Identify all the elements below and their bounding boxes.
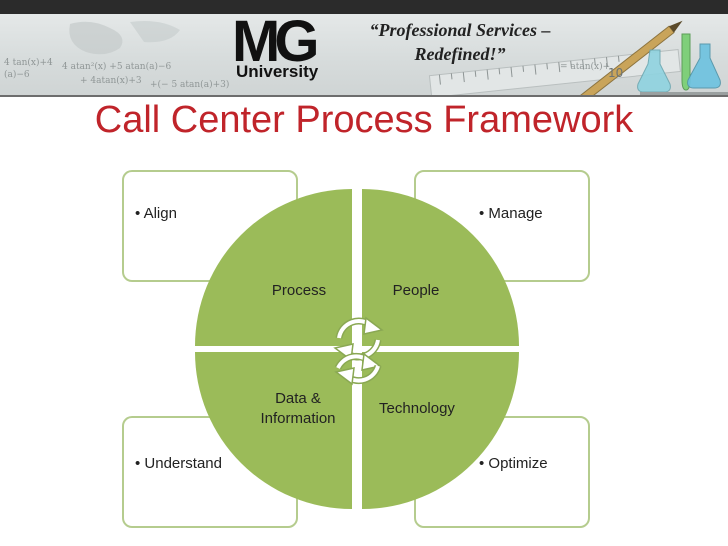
slide-title: Call Center Process Framework [94, 99, 634, 141]
banner-bottom-stripe [0, 95, 728, 97]
corner-text-understand: • Understand [135, 455, 222, 472]
corner-text-optimize: • Optimize [479, 455, 548, 472]
math-fragment: + 4atan(x)+3 [80, 76, 142, 86]
quadrant-label-technology: Technology [379, 400, 455, 417]
mg-university-logo: MG University [232, 10, 340, 86]
cycle-arrows-bottom-icon [334, 352, 382, 386]
quadrant-label-data-line: Data & [275, 390, 321, 407]
quadrant-label-process: Process [271, 282, 327, 299]
logo-mark: MG [232, 9, 319, 74]
math-fragment: +(− 5 atan(a)+3) [150, 80, 230, 90]
tagline-line-2: Redefined!” [414, 44, 506, 64]
math-fragment: 4 atan²(x) +5 atan(a)−6 [62, 62, 172, 72]
quadrant-people [362, 189, 519, 346]
corner-text-manage: • Manage [479, 205, 543, 222]
background-math-text-right: = atan(x)+ [560, 62, 610, 72]
math-fragment: = atan(x)+ [560, 62, 611, 72]
quadrant-process [195, 189, 352, 346]
quadrant-label-people: People [392, 282, 440, 299]
quadrant-data-information [195, 352, 352, 509]
logo-subtext: University [236, 62, 319, 81]
tagline: “Professional Services – Redefined!” [340, 18, 580, 66]
ruler-number: 10 [608, 66, 624, 80]
math-fragment: (a)−6 [4, 70, 30, 80]
quadrant-label-data-information: Data & Information [244, 389, 352, 429]
header-banner: 4 tan(x)+4 (a)−6 4 atan²(x) +5 atan(a)−6… [0, 0, 728, 97]
background-math-text: 4 tan(x)+4 (a)−6 4 atan²(x) +5 atan(a)−6… [0, 56, 240, 96]
tagline-line-1: “Professional Services – [369, 20, 551, 40]
corner-text-align: • Align [135, 205, 177, 222]
quadrant-label-information-line: Information [260, 410, 336, 427]
banner-decoration [69, 20, 728, 96]
quadrant-technology [362, 352, 519, 509]
math-fragment: 4 tan(x)+4 [4, 58, 53, 68]
banner-top-stripe [0, 0, 728, 14]
